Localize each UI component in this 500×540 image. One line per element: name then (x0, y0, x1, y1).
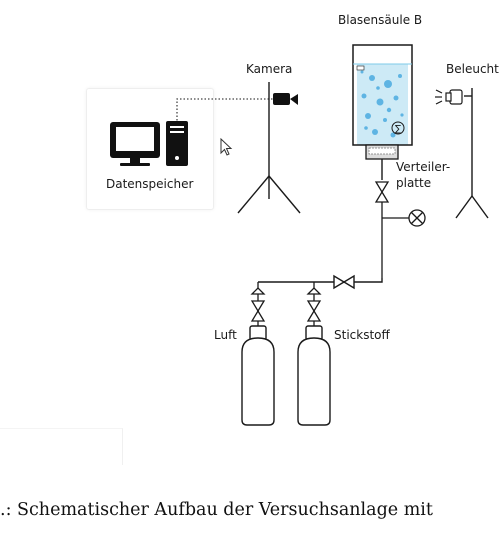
lighting-stand (455, 88, 489, 219)
air-cylinder (241, 325, 275, 426)
lighting-label: Beleucht (446, 62, 499, 76)
camera-tripod (237, 82, 301, 214)
svg-text:∑: ∑ (395, 125, 401, 135)
pressure-gauge (382, 209, 426, 227)
nitrogen-cylinder (297, 325, 331, 426)
blank-panel (0, 428, 123, 465)
data-cable (176, 98, 278, 124)
storage-label: Datenspeicher (106, 177, 194, 191)
main-gas-line (258, 274, 383, 290)
column-valve (374, 181, 390, 278)
air-label: Luft (214, 328, 237, 342)
camera-label: Kamera (246, 62, 293, 76)
lamp-icon (435, 89, 463, 105)
storage-panel (86, 88, 214, 210)
column-label: Blasensäule B (338, 13, 423, 27)
distributor-label-1: Verteiler- (396, 160, 451, 174)
distributor-label-2: platte (396, 176, 432, 190)
distributor-plate (365, 144, 399, 180)
figure-caption: .: Schematischer Aufbau der Versuchsanla… (0, 500, 433, 520)
air-line (250, 282, 266, 330)
bubble-column: ∑ (352, 44, 413, 146)
nitrogen-label: Stickstoff (334, 328, 390, 342)
mouse-cursor-icon (220, 138, 233, 156)
computer-tower-icon (166, 121, 188, 166)
camera-icon (273, 93, 298, 105)
nitrogen-line (306, 282, 322, 330)
monitor-icon (110, 122, 160, 166)
